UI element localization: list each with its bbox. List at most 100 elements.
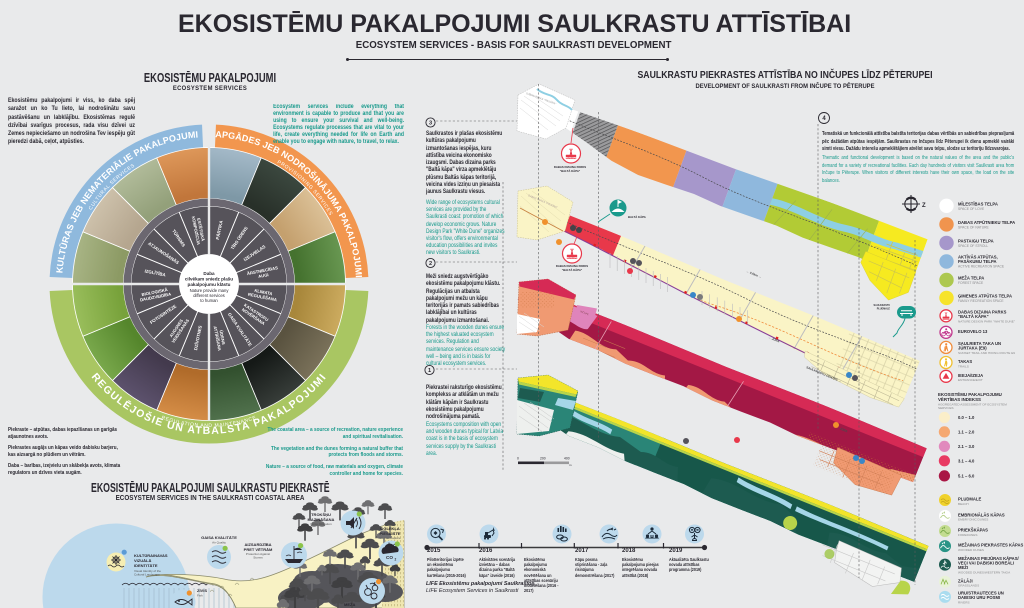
svg-text:JŪRTAKA (E9): JŪRTAKA (E9) (958, 346, 987, 351)
svg-text:AKTĪVĀS ATPŪTAS,: AKTĪVĀS ATPŪTAS, (958, 255, 998, 260)
svg-text:Protection Against: Protection Against (246, 552, 270, 556)
svg-text:Visual Identity of the: Visual Identity of the (134, 569, 161, 573)
svg-text:PĀRTIKA: PĀRTIKA (215, 219, 224, 240)
svg-text:1: 1 (428, 368, 431, 374)
svg-text:EMBRYONIC DUNES: EMBRYONIC DUNES (958, 518, 988, 522)
svg-text:1.1 – 2.0: 1.1 – 2.0 (958, 429, 975, 434)
svg-text:PRET VĒTRĀM: PRET VĒTRĀM (244, 547, 273, 552)
svg-text:ŪDENSATTĪRĪŠANA: ŪDENSATTĪRĪŠANA (213, 325, 228, 352)
svg-text:PIESAISTE: PIESAISTE (380, 531, 401, 536)
svg-text:BIOLOĢISKĀDAUDZVEIDĪBA: BIOLOĢISKĀDAUDZVEIDĪBA (139, 287, 172, 303)
svg-text:FOREDUNES: FOREDUNES (958, 533, 977, 537)
svg-text:0: 0 (517, 457, 519, 461)
svg-text:IEEJA/IZEJA: IEEJA/IZEJA (958, 373, 983, 378)
svg-text:MEŽAINAS PIEJŪRAS KĀPAS/: MEŽAINAS PIEJŪRAS KĀPAS/ (958, 556, 1019, 561)
svg-text:CO: CO (386, 555, 393, 560)
svg-text:4: 4 (822, 116, 826, 122)
svg-text:0.0 – 1.0: 0.0 – 1.0 (958, 415, 975, 420)
svg-text:GAISA KVALITĀTE: GAISA KVALITĀTE (201, 535, 237, 540)
svg-text:Fish: Fish (197, 594, 203, 598)
svg-text:AIZSARDZĪBA: AIZSARDZĪBA (244, 542, 271, 547)
svg-text:PRIEKŠKĀPAS: PRIEKŠKĀPAS (958, 528, 988, 533)
svg-text:URU/STRAUTECES UN: URU/STRAUTECES UN (958, 591, 1004, 596)
svg-text:OGLEKĻA: OGLEKĻA (380, 526, 400, 531)
svg-text:Air Quality: Air Quality (212, 541, 226, 545)
svg-text:Cultural Landscape: Cultural Landscape (134, 573, 160, 577)
svg-text:← 0.6km →: ← 0.6km → (746, 269, 762, 279)
svg-text:DABAS ATPŪTNIEKU TELPA: DABAS ATPŪTNIEKU TELPA (958, 220, 1015, 225)
svg-text:Z: Z (922, 203, 926, 209)
svg-text:RIVERS: RIVERS (958, 601, 970, 605)
svg-text:SAULRIETA TAKA UN: SAULRIETA TAKA UN (958, 341, 1001, 346)
svg-text:SAULKRASTU: SAULKRASTU (874, 304, 891, 307)
svg-text:BEACH: BEACH (958, 502, 969, 506)
svg-text:DZĪVOTNES: DZĪVOTNES (193, 325, 203, 351)
svg-text:3: 3 (429, 121, 432, 127)
svg-text:KLIMATAREGULĒŠANA: KLIMATAREGULĒŠANA (248, 287, 279, 303)
svg-text:"BALTĀ KĀPA": "BALTĀ KĀPA" (958, 314, 989, 319)
svg-text:DABAS DIZAINA PARKS: DABAS DIZAINA PARKS (554, 165, 586, 169)
svg-text:TAKAS: TAKAS (958, 359, 972, 364)
svg-text:2: 2 (395, 558, 397, 562)
svg-text:ĀRSTNIECĪBASAUGI: ĀRSTNIECĪBASAUGI (246, 265, 279, 281)
svg-text:VĒRTĪBAS INDEKSS: VĒRTĪBAS INDEKSS (938, 397, 981, 402)
svg-text:NATURE DESIGN PARK "WHITE DUNE: NATURE DESIGN PARK "WHITE DUNE" (958, 319, 1015, 323)
svg-text:WOODED DUNES/WESTERN TAIGA: WOODED DUNES/WESTERN TAIGA (958, 571, 1011, 575)
svg-text:EUROVELO 13: EUROVELO 13 (958, 329, 988, 334)
svg-text:SPACE OF STROLL: SPACE OF STROLL (958, 244, 988, 248)
svg-text:IZGLĪTĪBA: IZGLĪTĪBA (144, 268, 167, 277)
svg-text:BALTĀ KĀPA: BALTĀ KĀPA (567, 257, 578, 260)
svg-text:ESTĒTISKĀKOMPOZĪCIJA: ESTĒTISKĀKOMPOZĪCIJA (191, 215, 206, 245)
svg-text:← JŪRA: ← JŪRA (836, 425, 849, 434)
svg-text:← JŪRA: ← JŪRA (768, 335, 781, 344)
svg-text:DABAS DIZAINA PARKS: DABAS DIZAINA PARKS (556, 264, 588, 268)
svg-text:BALTĀ KĀPA: BALTĀ KĀPA (566, 157, 577, 160)
svg-text:PLUDMALE: PLUDMALE (958, 497, 981, 502)
svg-text:MEŽAINAS PIEKRASTES KĀPAS: MEŽAINAS PIEKRASTES KĀPAS (958, 543, 1024, 548)
svg-text:FAMILY RECREATION SPACE: FAMILY RECREATION SPACE (958, 299, 1004, 303)
svg-text:200: 200 (540, 457, 546, 461)
svg-text:EMBRIONĀLĀS KĀPAS: EMBRIONĀLĀS KĀPAS (958, 512, 1005, 517)
svg-text:SERVICES: SERVICES (938, 406, 954, 410)
svg-text:DABAS DIZAINA PARKS: DABAS DIZAINA PARKS (958, 310, 1007, 315)
svg-text:VIZUĀLĀ: VIZUĀLĀ (134, 558, 151, 563)
svg-text:WOODED DUNES: WOODED DUNES (958, 548, 984, 552)
svg-text:FOREST SPACE: FOREST SPACE (958, 281, 984, 285)
svg-text:400: 400 (564, 457, 570, 461)
svg-text:KULTŪRAINAVAS: KULTŪRAINAVAS (134, 553, 168, 558)
svg-text:SPACE OF LOVE: SPACE OF LOVE (958, 207, 985, 211)
svg-text:MEŽA TELPA: MEŽA TELPA (958, 276, 984, 281)
svg-text:m: m (569, 463, 572, 467)
svg-text:PLUDMALE: PLUDMALE (877, 307, 891, 310)
svg-text:GRASSLANDS: GRASSLANDS (958, 584, 979, 588)
svg-text:PASĀKUMU TELPA: PASĀKUMU TELPA (958, 259, 996, 264)
svg-text:BALTĀ KĀPA: BALTĀ KĀPA (628, 215, 646, 219)
svg-text:MEŽA: MEŽA (344, 602, 355, 607)
svg-text:"BALTĀ KĀPA": "BALTĀ KĀPA" (560, 169, 581, 173)
svg-text:Carbon Capture: Carbon Capture (379, 536, 401, 540)
svg-text:TRAILS: TRAILS (958, 364, 969, 368)
svg-text:3.1 – 4.0: 3.1 – 4.0 (958, 458, 975, 463)
svg-text:DABISKI URU POSMI: DABISKI URU POSMI (958, 595, 1000, 600)
svg-text:MEŽI: MEŽI (958, 565, 968, 570)
svg-text:ZIVIS: ZIVIS (197, 588, 207, 593)
svg-text:"BALTĀ KĀPA": "BALTĀ KĀPA" (562, 268, 583, 272)
svg-text:Noise Mitigation: Noise Mitigation (310, 522, 332, 526)
svg-text:VECI VAI DABISKI BOREĀLI: VECI VAI DABISKI BOREĀLI (958, 561, 1014, 566)
svg-text:Storms: Storms (253, 556, 263, 560)
svg-text:TROKŠŅU: TROKŠŅU (311, 512, 331, 517)
svg-text:2.1 – 3.0: 2.1 – 3.0 (958, 444, 975, 449)
svg-text:AGGREGATED ASSESSMENT OF ECOSY: AGGREGATED ASSESSMENT OF ECOSYSTEM (938, 403, 1007, 407)
svg-text:MAZINĀŠANA: MAZINĀŠANA (308, 517, 335, 522)
svg-text:IDENTITĀTE: IDENTITĀTE (134, 563, 158, 568)
svg-text:INČUPE: INČUPE (580, 310, 590, 316)
svg-text:ENTRANCE/EXIT: ENTRANCE/EXIT (958, 378, 983, 382)
svg-text:ĢIMENES ATPŪTAS TELPA: ĢIMENES ATPŪTAS TELPA (958, 293, 1012, 298)
svg-text:5.1 – 6.0: 5.1 – 6.0 (958, 473, 975, 478)
svg-text:2: 2 (429, 261, 432, 267)
svg-text:SUNSET TRAIL AND HIKING ROUTE: SUNSET TRAIL AND HIKING ROUTE E9 (958, 351, 1015, 355)
svg-text:MĪLESTĪBAS TELPA: MĪLESTĪBAS TELPA (958, 201, 998, 206)
svg-text:ACTIVE RECREATION SPACE: ACTIVE RECREATION SPACE (958, 265, 1005, 269)
